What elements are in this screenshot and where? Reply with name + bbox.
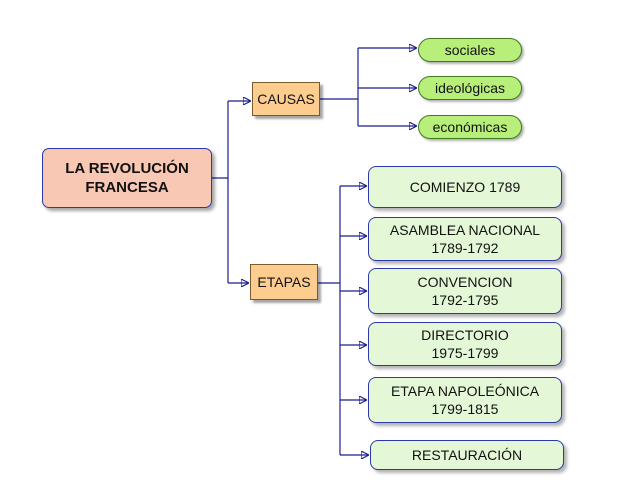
root-title-line1: LA REVOLUCIÓN: [65, 159, 189, 177]
category-etapas: ETAPAS: [250, 264, 318, 300]
causa-label: ideológicas: [434, 79, 506, 96]
causa-sociales: sociales: [418, 38, 522, 62]
connector-etapas-trunk: [318, 186, 341, 455]
etapa-dates: 1799-1815: [431, 401, 499, 417]
etapa-title: DIRECTORIO: [421, 326, 509, 343]
etapa-title: COMIENZO 1789: [409, 178, 521, 195]
etapa-title: ETAPA NAPOLEÓNICA: [390, 382, 540, 399]
etapa-title: CONVENCION: [417, 273, 513, 290]
causa-label: económicas: [432, 118, 508, 135]
etapa-title: ASAMBLEA NACIONAL: [389, 221, 541, 238]
causa-ideologicas: ideológicas: [418, 76, 522, 100]
category-causas: CAUSAS: [252, 82, 320, 116]
etapa-comienzo: COMIENZO 1789: [368, 166, 562, 208]
etapa-dates: 1975-1799: [431, 345, 499, 361]
connector-causas-trunk: [320, 48, 359, 126]
etapa-title: RESTAURACIÓN: [411, 446, 523, 463]
etapa-asamblea-nacional: ASAMBLEA NACIONAL 1789-1792: [368, 217, 562, 261]
category-causas-label: CAUSAS: [257, 90, 315, 107]
etapa-dates: 1789-1792: [431, 240, 499, 256]
etapa-restauracion: RESTAURACIÓN: [370, 440, 564, 470]
etapa-directorio: DIRECTORIO 1975-1799: [368, 322, 562, 366]
causa-label: sociales: [444, 41, 496, 58]
root-title-line2: FRANCESA: [85, 179, 169, 196]
etapa-convencion: CONVENCION 1792-1795: [368, 268, 562, 314]
category-etapas-label: ETAPAS: [257, 273, 311, 290]
etapa-napoleonica: ETAPA NAPOLEÓNICA 1799-1815: [368, 377, 562, 423]
connector-root-trunk: [212, 101, 229, 283]
etapa-dates: 1792-1795: [431, 292, 499, 308]
causa-economicas: económicas: [418, 115, 522, 139]
root-node: LA REVOLUCIÓN FRANCESA: [42, 148, 212, 208]
